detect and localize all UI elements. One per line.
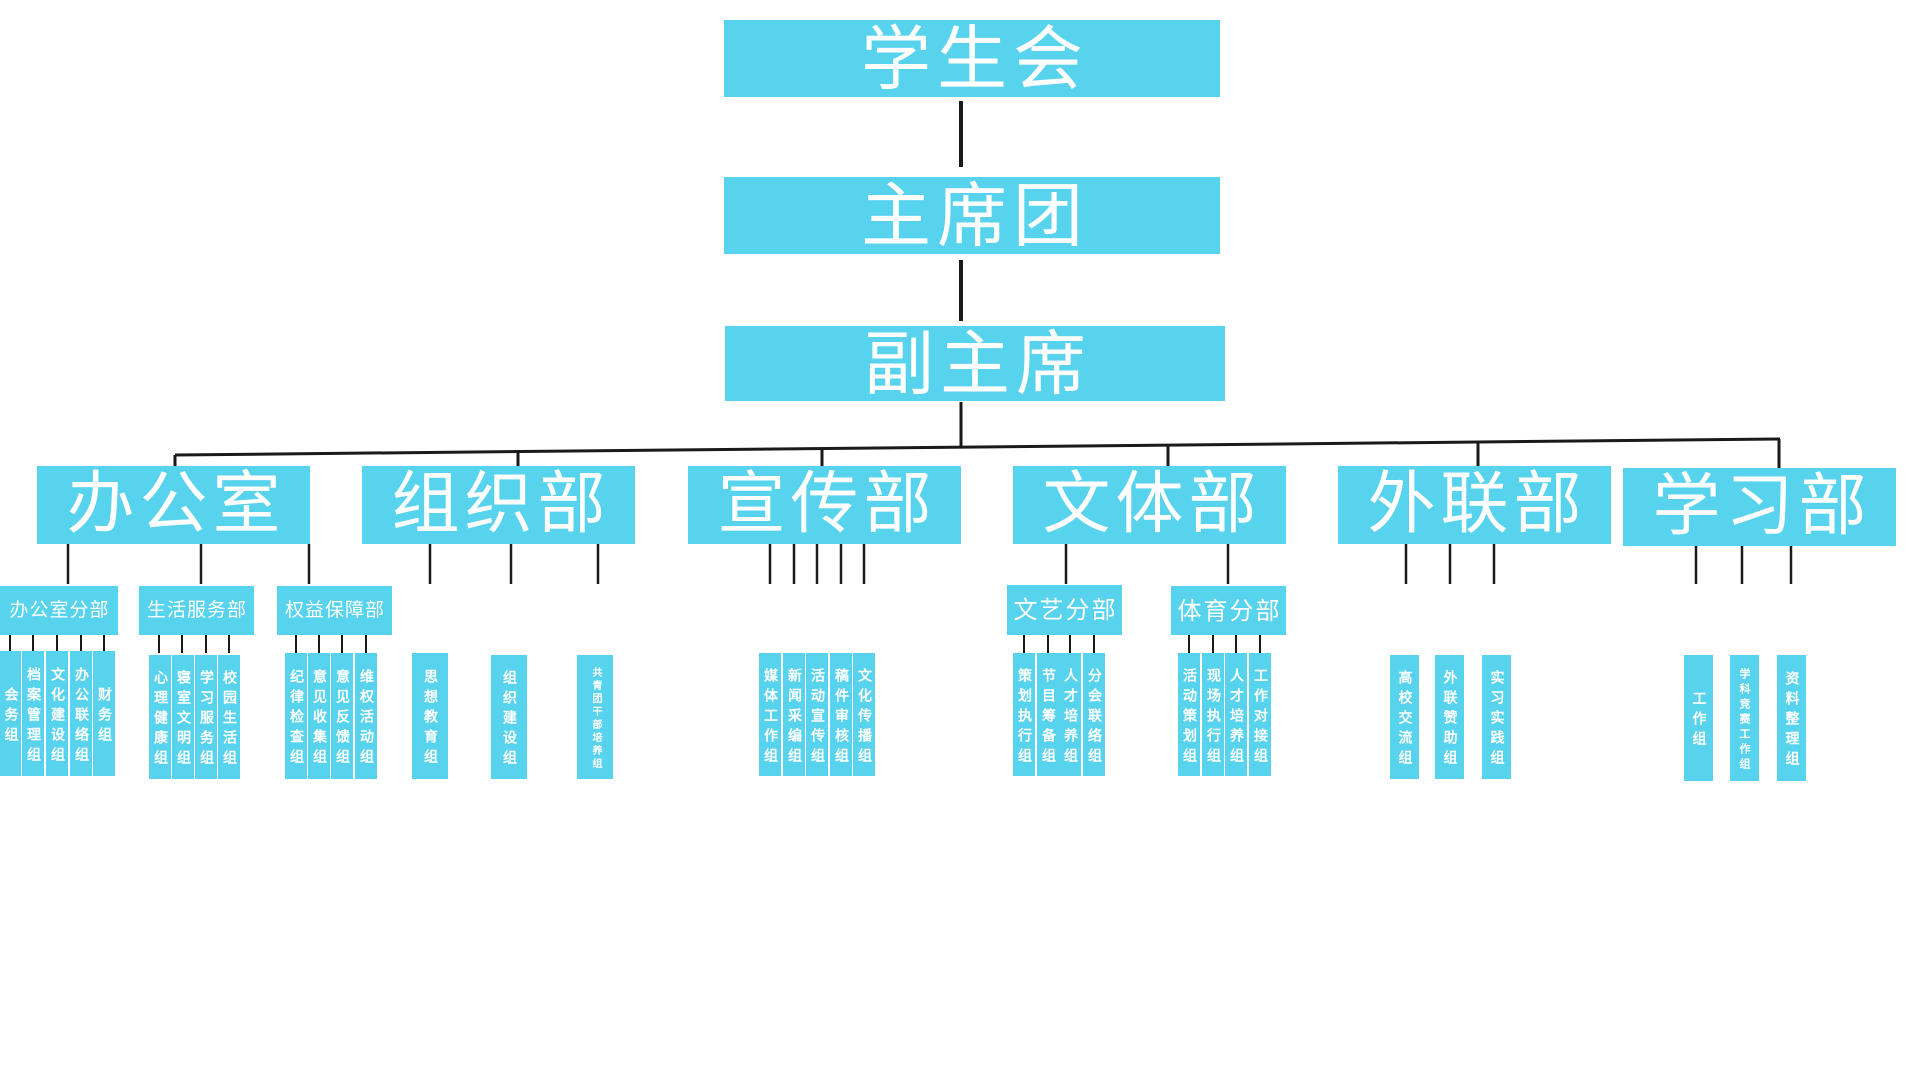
dept-organization-box: 组织部 bbox=[362, 466, 635, 544]
external-relations-group-box: 实习实践组 bbox=[1482, 655, 1511, 779]
group-label: 人才培养组 bbox=[1062, 667, 1078, 768]
group-label: 学习服务组 bbox=[198, 670, 214, 770]
dept-external-relations-box: 外联部 bbox=[1338, 466, 1611, 544]
subdept-office-branch-box: 办公室分部 bbox=[0, 586, 118, 635]
rights-protection-group-box: 维权活动组 bbox=[355, 653, 377, 779]
subdept-life-service-box: 生活服务部 bbox=[139, 586, 254, 635]
publicity-group-box: 新闻采编组 bbox=[783, 653, 805, 776]
group-label: 会务组 bbox=[2, 686, 19, 747]
group-label: 文化建设组 bbox=[49, 666, 65, 767]
group-label: 现场执行组 bbox=[1205, 667, 1221, 768]
group-label: 文化传播组 bbox=[856, 667, 872, 768]
life-service-group-box: 学习服务组 bbox=[195, 655, 217, 779]
arts-branch-group-box: 节目筹备组 bbox=[1037, 653, 1059, 776]
life-service-group-box: 寝室文明组 bbox=[172, 655, 194, 779]
group-label: 外联赞助组 bbox=[1441, 670, 1458, 770]
organization-group-box: 共青团干部培养组 bbox=[577, 655, 613, 779]
group-label: 校园生活组 bbox=[221, 670, 237, 770]
presidium-box: 主席团 bbox=[724, 177, 1220, 254]
publicity-group-box: 媒体工作组 bbox=[759, 653, 781, 776]
group-label: 纪律检查组 bbox=[288, 669, 304, 769]
group-label: 活动宣传组 bbox=[809, 667, 825, 768]
publicity-group-box: 稿件审核组 bbox=[830, 653, 852, 776]
dept-office-box: 办公室 bbox=[37, 466, 310, 544]
group-label: 活动策划组 bbox=[1181, 667, 1197, 768]
group-label: 新闻采编组 bbox=[786, 667, 802, 768]
group-label: 共青团干部培养组 bbox=[590, 666, 601, 771]
group-label: 维权活动组 bbox=[358, 669, 374, 769]
sports-branch-group-box: 人才培养组 bbox=[1225, 653, 1247, 776]
life-service-group-box: 校园生活组 bbox=[218, 655, 240, 779]
study-group-box: 学科竞赛工作组 bbox=[1730, 655, 1759, 781]
group-label: 媒体工作组 bbox=[762, 667, 778, 768]
sports-branch-group-box: 工作对接组 bbox=[1249, 653, 1271, 776]
group-label: 组织建设组 bbox=[501, 670, 517, 770]
dept-arts-sports-box: 文体部 bbox=[1013, 466, 1286, 544]
arts-branch-group-box: 策划执行组 bbox=[1013, 653, 1035, 776]
rights-protection-group-box: 意见收集组 bbox=[308, 653, 330, 779]
office-branch-group-box: 财务组 bbox=[93, 651, 115, 776]
group-label: 实习实践组 bbox=[1488, 670, 1505, 770]
dept-study-box: 学习部 bbox=[1623, 468, 1896, 546]
rights-protection-group-box: 意见反馈组 bbox=[331, 653, 353, 779]
dept-publicity-box: 宣传部 bbox=[688, 466, 961, 544]
subdept-rights-protection-box: 权益保障部 bbox=[277, 586, 392, 635]
subdept-arts-branch-box: 文艺分部 bbox=[1007, 585, 1122, 635]
group-label: 寝室文明组 bbox=[175, 670, 191, 770]
rights-protection-group-box: 纪律检查组 bbox=[285, 653, 307, 779]
vice-president-box: 副主席 bbox=[725, 326, 1225, 401]
group-label: 人才培养组 bbox=[1228, 667, 1244, 768]
arts-branch-group-box: 分会联络组 bbox=[1083, 653, 1105, 776]
group-label: 节目筹备组 bbox=[1040, 667, 1056, 768]
subdept-sports-branch-box: 体育分部 bbox=[1171, 586, 1286, 635]
group-label: 心理健康组 bbox=[152, 670, 168, 770]
external-relations-group-box: 高校交流组 bbox=[1390, 655, 1419, 779]
connector-line bbox=[174, 437, 1781, 457]
group-label: 意见反馈组 bbox=[334, 669, 350, 769]
group-label: 高校交流组 bbox=[1396, 670, 1413, 770]
sports-branch-group-box: 活动策划组 bbox=[1178, 653, 1200, 776]
life-service-group-box: 心理健康组 bbox=[149, 655, 171, 779]
office-branch-group-box: 办公联络组 bbox=[70, 651, 92, 776]
student-union-box: 学生会 bbox=[724, 20, 1220, 97]
publicity-group-box: 文化传播组 bbox=[853, 653, 875, 776]
group-label: 资料整理组 bbox=[1783, 671, 1800, 771]
organization-group-box: 组织建设组 bbox=[491, 655, 527, 779]
group-label: 思想教育组 bbox=[422, 669, 438, 769]
arts-branch-group-box: 人才培养组 bbox=[1059, 653, 1081, 776]
group-label: 策划执行组 bbox=[1016, 667, 1032, 768]
publicity-group-box: 活动宣传组 bbox=[806, 653, 828, 776]
study-group-box: 资料整理组 bbox=[1777, 655, 1806, 781]
office-branch-group-box: 文化建设组 bbox=[46, 651, 68, 776]
sports-branch-group-box: 现场执行组 bbox=[1202, 653, 1224, 776]
study-group-box: 工作组 bbox=[1684, 655, 1713, 781]
office-branch-group-box: 档案管理组 bbox=[22, 651, 44, 776]
organization-group-box: 思想教育组 bbox=[412, 653, 448, 779]
group-label: 工作组 bbox=[1690, 691, 1707, 751]
group-label: 意见收集组 bbox=[311, 669, 327, 769]
external-relations-group-box: 外联赞助组 bbox=[1435, 655, 1464, 779]
group-label: 办公联络组 bbox=[73, 666, 89, 767]
group-label: 分会联络组 bbox=[1086, 667, 1102, 768]
office-branch-group-box: 会务组 bbox=[0, 651, 21, 776]
group-label: 学科竞赛工作组 bbox=[1738, 667, 1751, 773]
group-label: 财务组 bbox=[96, 686, 112, 747]
group-label: 稿件审核组 bbox=[833, 667, 849, 768]
group-label: 档案管理组 bbox=[25, 666, 41, 767]
group-label: 工作对接组 bbox=[1252, 667, 1268, 768]
